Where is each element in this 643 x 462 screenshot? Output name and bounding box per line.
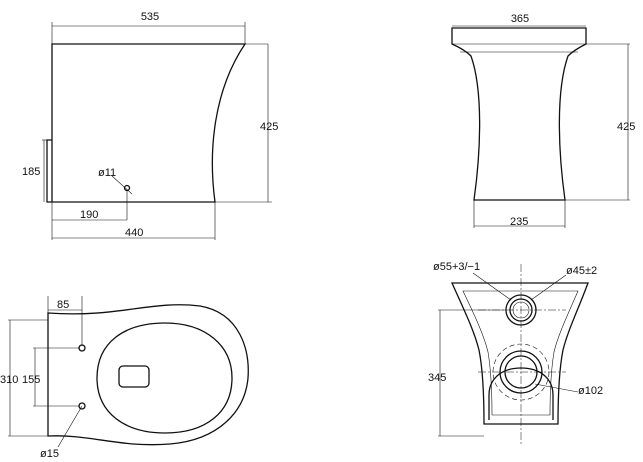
leader-ø45 bbox=[530, 274, 567, 301]
side-view-outline bbox=[46, 43, 247, 203]
dim-outlet-diameter: ø102 bbox=[578, 385, 603, 397]
leader-ø15 bbox=[57, 405, 83, 448]
dim-base-length: 440 bbox=[125, 227, 143, 239]
outlet-outer bbox=[499, 350, 543, 394]
dim-fixing-hole: ø15 bbox=[40, 448, 59, 460]
front-view: 365 425 235 bbox=[451, 13, 635, 228]
top-view-outline bbox=[47, 304, 249, 446]
drain-opening bbox=[118, 365, 150, 388]
dim-fixing-span: 155 bbox=[22, 374, 40, 386]
dim-outlet-hole: ø11 bbox=[98, 167, 116, 179]
dim-inlet-hole: ø45±2 bbox=[566, 265, 597, 277]
dim-fixing-span-outer: 310 bbox=[0, 374, 18, 386]
fixing-hole-lower bbox=[78, 402, 86, 410]
dim-side-height: 425 bbox=[260, 121, 278, 133]
dim-side-width-top: 535 bbox=[141, 11, 159, 23]
dim-rear-outlet-height: 345 bbox=[428, 372, 446, 384]
dim-front-offset: 85 bbox=[57, 299, 69, 311]
bowl-opening bbox=[96, 322, 233, 434]
fixing-hole-upper bbox=[78, 344, 86, 352]
top-view: 310 155 85 ø15 bbox=[0, 296, 249, 460]
dim-outlet-height: 185 bbox=[22, 166, 40, 178]
outlet-inner bbox=[504, 355, 538, 389]
rear-inner-arch bbox=[488, 367, 554, 420]
rear-view-outline bbox=[450, 282, 589, 425]
dim-inlet-diameter: ø55+3/−1 bbox=[433, 261, 480, 273]
outlet-hidden bbox=[492, 343, 550, 401]
leader-ø55 bbox=[472, 272, 512, 301]
rear-view: ø55+3/−1 ø45±2 345 ø102 bbox=[428, 261, 603, 446]
dim-front-height: 425 bbox=[617, 121, 635, 133]
dim-front-width-top: 365 bbox=[511, 13, 529, 25]
dim-outlet-offset: 190 bbox=[80, 209, 98, 221]
front-view-outline bbox=[451, 27, 587, 201]
inlet-inner bbox=[509, 298, 533, 322]
dim-front-base-width: 235 bbox=[510, 216, 528, 228]
leader-ø102 bbox=[534, 383, 579, 393]
leader-ø11 bbox=[111, 175, 133, 195]
side-view: 535 425 185 ø11 190 440 bbox=[22, 11, 278, 240]
